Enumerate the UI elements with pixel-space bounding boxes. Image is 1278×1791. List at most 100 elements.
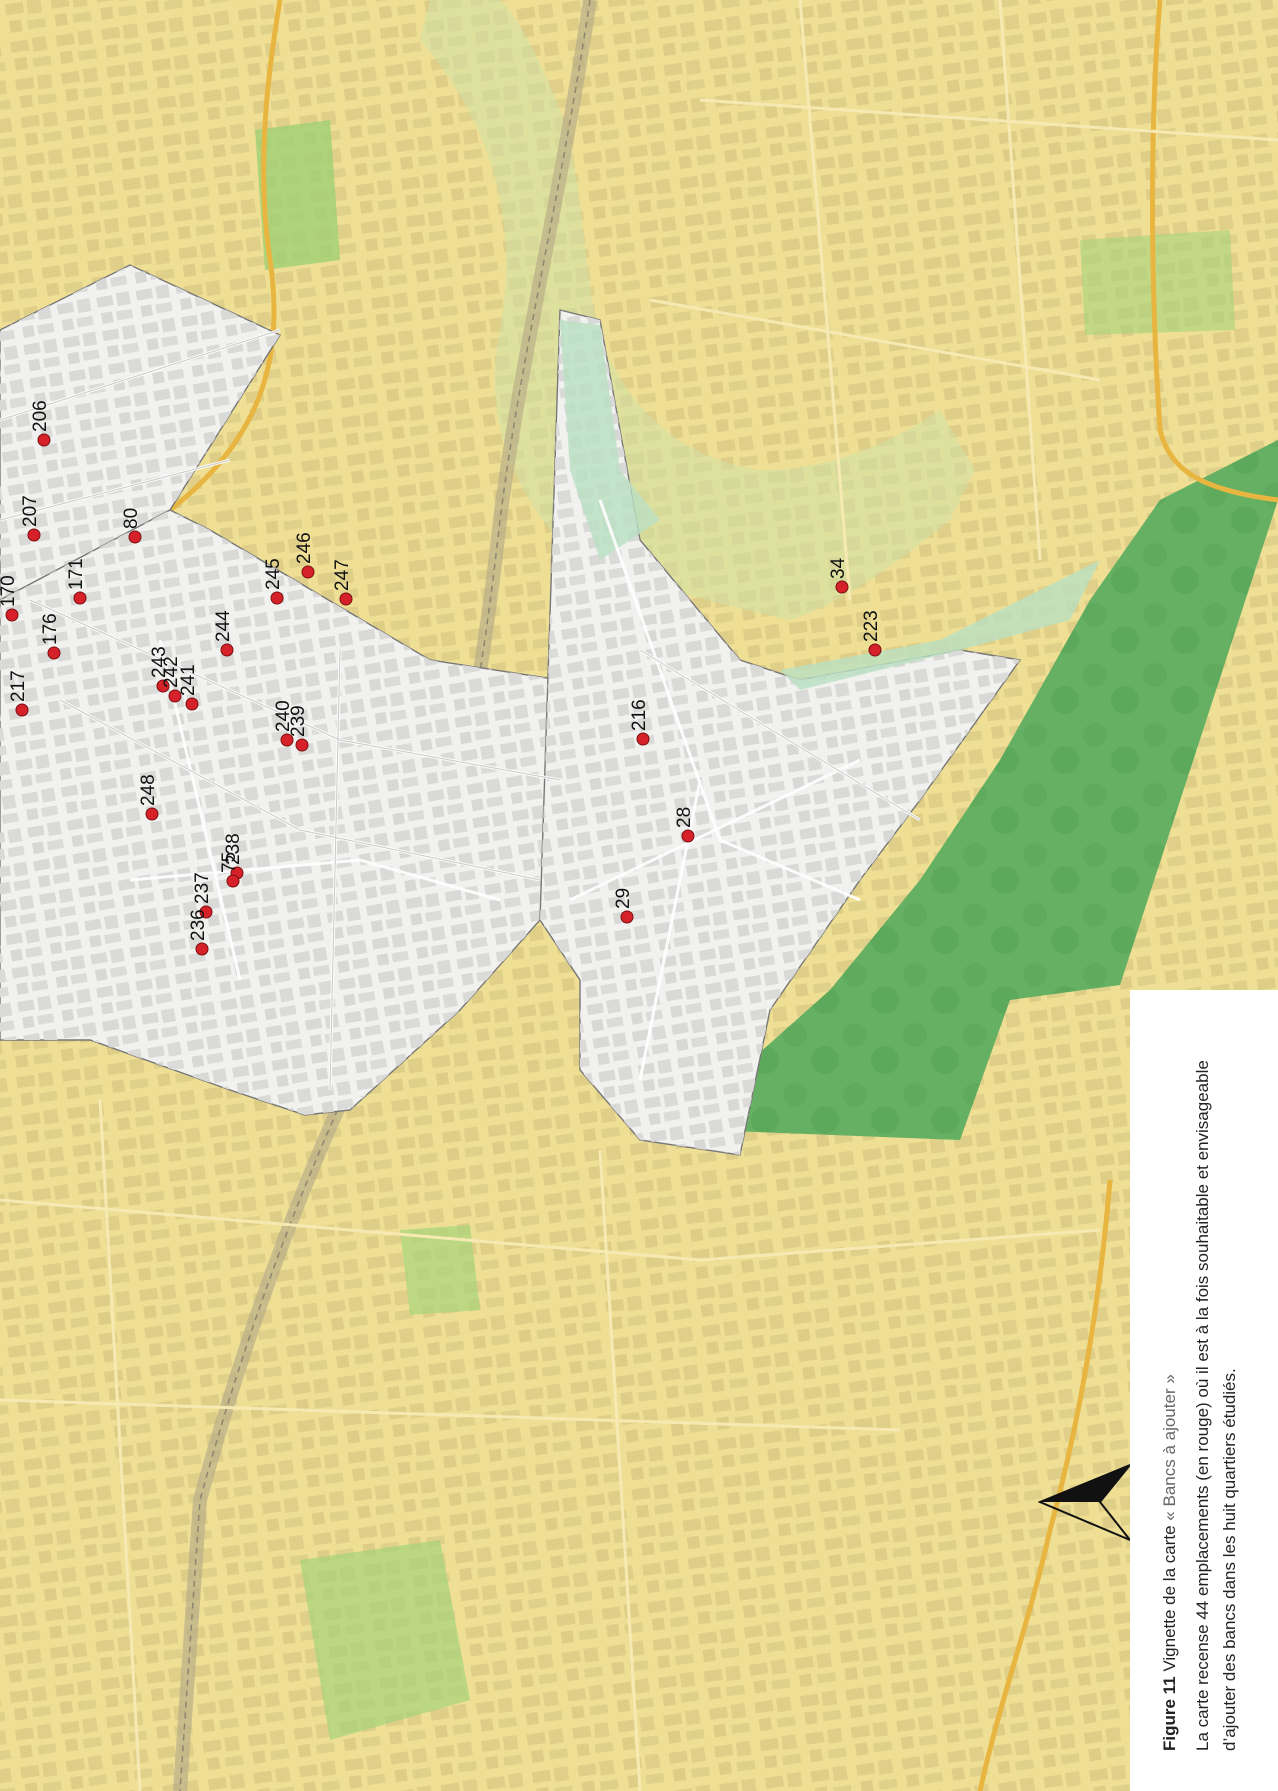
bench-marker-label: 243 — [149, 646, 170, 678]
park — [255, 120, 340, 270]
forest-texture — [705, 440, 1278, 1140]
bench-marker-label: 244 — [213, 610, 234, 642]
bench-marker-label: 176 — [40, 613, 61, 645]
main-road — [1150, 0, 1278, 503]
figure-map-name: « Bancs à ajouter » — [1160, 1374, 1179, 1521]
bench-marker[interactable]: 246 — [294, 532, 315, 579]
bench-marker[interactable]: 247 — [332, 559, 353, 606]
bench-marker-dot[interactable] — [73, 591, 87, 605]
bench-marker[interactable]: 28 — [674, 807, 695, 843]
study-area-south-texture — [540, 310, 1020, 1155]
bench-marker-label: 223 — [861, 610, 882, 642]
bench-marker[interactable]: 243 — [149, 646, 170, 693]
north-arrow-icon — [1038, 1464, 1131, 1541]
bench-marker[interactable]: 239 — [288, 705, 309, 752]
bench-marker-dot[interactable] — [301, 565, 315, 579]
bench-marker-dot[interactable] — [15, 703, 29, 717]
bench-marker[interactable]: 206 — [30, 400, 51, 447]
caption-text-block: Figure 11 Vignette de la carte « Bancs à… — [1130, 990, 1278, 1791]
bench-marker-dot[interactable] — [47, 646, 61, 660]
bench-marker-label: 237 — [192, 872, 213, 904]
bench-marker-dot[interactable] — [185, 697, 199, 711]
bench-marker-dot[interactable] — [37, 433, 51, 447]
bench-marker[interactable]: 80 — [121, 508, 142, 544]
bench-marker-dot[interactable] — [835, 580, 849, 594]
bench-marker-dot[interactable] — [620, 910, 634, 924]
figure-description: La carte recense 44 emplacements (en rou… — [1193, 1060, 1239, 1751]
park — [300, 1540, 470, 1740]
bench-marker-label: 170 — [0, 575, 19, 607]
bench-marker-dot[interactable] — [280, 733, 294, 747]
bench-marker-label: 29 — [613, 888, 634, 909]
bench-marker-label: 246 — [294, 532, 315, 564]
bench-marker-dot[interactable] — [128, 530, 142, 544]
bench-marker[interactable]: 241 — [178, 664, 199, 711]
bench-marker-dot[interactable] — [636, 732, 650, 746]
bench-marker-label: 171 — [66, 558, 87, 590]
bench-marker[interactable]: 248 — [138, 774, 159, 821]
bench-marker-label: 216 — [629, 699, 650, 731]
figure-title: Vignette de la carte — [1160, 1525, 1179, 1672]
main-road — [168, 0, 283, 512]
park — [1080, 230, 1235, 335]
bench-marker-label: 240 — [273, 700, 294, 732]
park — [560, 320, 660, 560]
bench-marker-label: 238 — [223, 833, 244, 865]
bench-marker[interactable]: 223 — [861, 610, 882, 657]
bench-marker[interactable]: 216 — [629, 699, 650, 746]
bench-marker[interactable]: 170 — [0, 575, 19, 622]
bench-marker-dot[interactable] — [868, 643, 882, 657]
streets — [0, 329, 921, 1091]
bench-marker[interactable]: 240 — [273, 700, 294, 747]
park — [400, 1225, 480, 1315]
figure-caption-title: Figure 11 Vignette de la carte « Bancs à… — [1156, 1030, 1183, 1751]
bench-marker-dot[interactable] — [226, 874, 240, 888]
bench-marker-label: 248 — [138, 774, 159, 806]
bench-marker-label: 34 — [828, 557, 849, 579]
bench-marker-dot[interactable] — [27, 528, 41, 542]
bench-marker-label: 217 — [8, 670, 29, 702]
bench-marker-dot[interactable] — [199, 905, 213, 919]
bench-marker-dot[interactable] — [339, 592, 353, 606]
bench-marker-dot[interactable] — [156, 679, 170, 693]
bench-marker-label: 236 — [188, 909, 209, 941]
bench-marker[interactable]: 176 — [40, 613, 61, 660]
bench-marker-dot[interactable] — [270, 591, 284, 605]
bench-marker[interactable]: 217 — [8, 670, 29, 717]
bench-marker-label: 28 — [674, 807, 695, 828]
bench-marker[interactable]: 244 — [213, 610, 234, 657]
bench-marker-dot[interactable] — [5, 608, 19, 622]
bench-marker[interactable]: 236 — [188, 909, 209, 956]
bench-marker-label: 242 — [161, 656, 182, 688]
bench-marker-dot[interactable] — [681, 829, 695, 843]
bench-marker[interactable]: 237 — [192, 872, 213, 919]
bench-marker[interactable]: 34 — [828, 557, 849, 594]
figure-label: Figure 11 — [1160, 1676, 1179, 1751]
study-area-central-texture — [0, 510, 560, 1115]
bench-marker[interactable]: 29 — [613, 888, 634, 924]
study-area-north-texture — [0, 265, 280, 600]
bench-marker[interactable]: 245 — [263, 558, 284, 605]
bench-marker[interactable]: 242 — [161, 656, 182, 703]
bench-marker-label: 206 — [30, 400, 51, 432]
bench-marker[interactable]: 171 — [66, 558, 87, 605]
bench-marker-label: 207 — [20, 495, 41, 527]
caption-panel: Figure 11 Vignette de la carte « Bancs à… — [1130, 990, 1278, 1791]
bench-marker-label: 241 — [178, 664, 199, 696]
bench-marker-label: 247 — [332, 559, 353, 591]
bench-marker-dot[interactable] — [168, 689, 182, 703]
bench-marker-dot[interactable] — [220, 643, 234, 657]
bench-marker-label: 245 — [263, 558, 284, 590]
bench-marker-dot[interactable] — [145, 807, 159, 821]
park — [780, 560, 1100, 690]
bench-marker-dot[interactable] — [295, 738, 309, 752]
bench-marker-label: 80 — [121, 508, 142, 529]
bench-marker[interactable]: 207 — [20, 495, 41, 542]
bench-marker-dot[interactable] — [195, 942, 209, 956]
bench-marker[interactable]: 75 — [219, 852, 240, 888]
